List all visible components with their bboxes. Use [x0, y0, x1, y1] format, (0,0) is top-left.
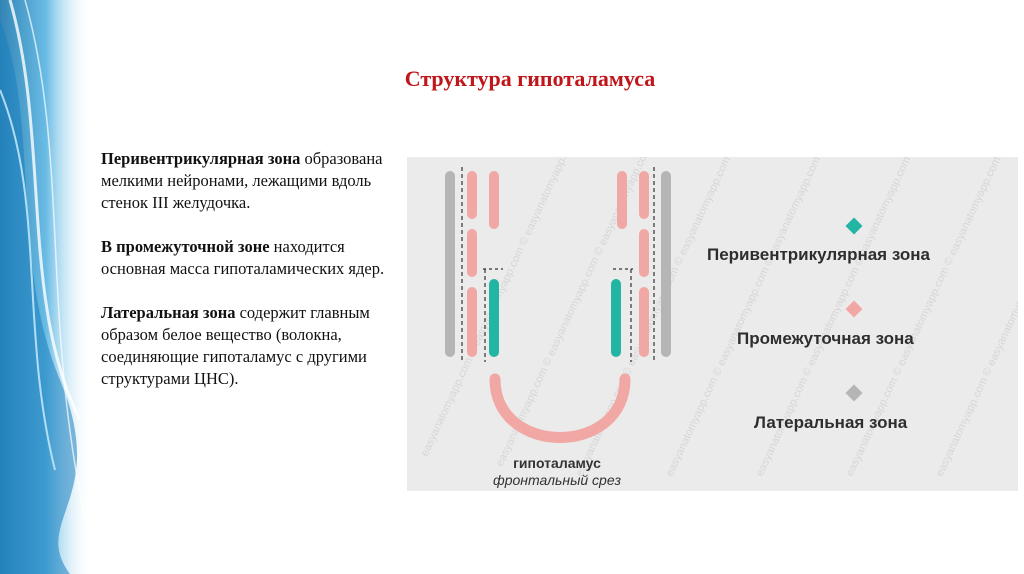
legend-diamond-intermediate: [846, 301, 863, 318]
intermediate-zone-left-4: [489, 171, 499, 229]
legend-label-intermediate: Промежуточная зона: [737, 329, 914, 349]
intermediate-zone-right-4: [617, 171, 627, 229]
legend-diamond-periventricular: [846, 218, 863, 235]
intermediate-zone-right-3: [639, 287, 649, 357]
intermediate-zone-left-3: [467, 287, 477, 357]
intermediate-zone-left-2: [467, 229, 477, 277]
slide-title: Структура гипоталамуса: [280, 66, 780, 92]
term-lateral: Латеральная зона: [101, 303, 235, 322]
hypothalamus-diagram: easyanatomyapp.com © easyanatomyapp.com …: [407, 157, 1018, 491]
lateral-zone-right: [661, 171, 671, 357]
paragraph-lateral: Латеральная зона содержит главным образо…: [101, 302, 401, 390]
periventricular-zone-right: [611, 279, 621, 357]
periventricular-zone-left: [489, 279, 499, 357]
diagram-caption: гипоталамус: [467, 455, 647, 471]
term-intermediate: В промежуточной зоне: [101, 237, 270, 256]
intermediate-zone-right-1: [639, 171, 649, 219]
watermark: easyanatomyapp.com © easyanatomyapp.com …: [419, 157, 1018, 478]
paragraph-intermediate: В промежуточной зоне находится основная …: [101, 236, 401, 280]
legend-label-periventricular: Перивентрикулярная зона: [707, 245, 930, 265]
term-periventricular: Перивентрикулярная зона: [101, 149, 300, 168]
diagram-subcaption: фронтальный срез: [467, 472, 647, 488]
legend-label-lateral: Латеральная зона: [754, 413, 907, 433]
intermediate-zone-right-2: [639, 229, 649, 277]
intermediate-zone-left-1: [467, 171, 477, 219]
paragraph-periventricular: Перивентрикулярная зона образована мелки…: [101, 148, 401, 214]
decorative-swoosh: [0, 0, 92, 574]
diagram-drawing: easyanatomyapp.com © easyanatomyapp.com …: [407, 157, 1018, 491]
lateral-zone-left: [445, 171, 455, 357]
legend-diamond-lateral: [846, 385, 863, 402]
description-text: Перивентрикулярная зона образована мелки…: [101, 148, 401, 412]
